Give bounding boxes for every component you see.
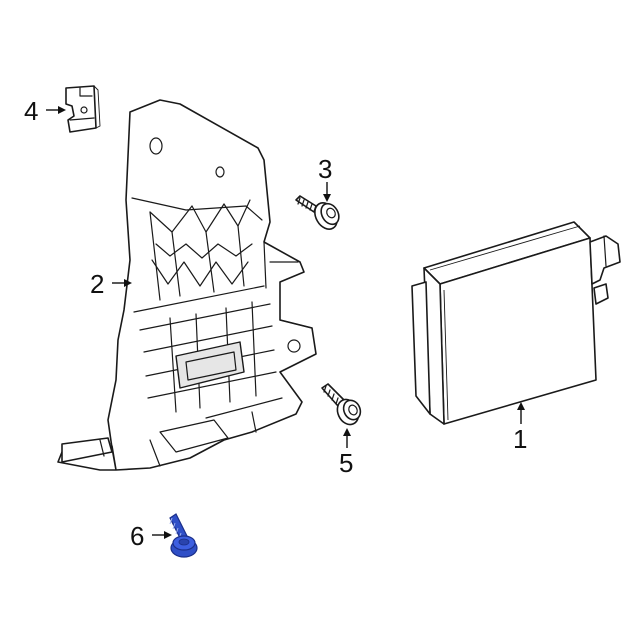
- callout-2-label: 2: [90, 269, 104, 299]
- bracket-part[interactable]: [57, 99, 317, 471]
- callout-5-label: 5: [339, 448, 353, 478]
- callout-1-leader: [517, 402, 525, 424]
- callout-4-label: 4: [24, 96, 38, 126]
- callout-5-leader: [343, 428, 351, 448]
- bolt-lower-part[interactable]: [321, 383, 363, 428]
- callout-2-leader: [112, 279, 132, 287]
- callout-6-leader: [152, 531, 172, 539]
- callout-3-label: 3: [318, 154, 332, 184]
- clip-part[interactable]: [65, 85, 101, 133]
- callout-1-label: 1: [513, 424, 527, 454]
- callout-3-leader: [323, 182, 331, 202]
- module-part[interactable]: [411, 221, 621, 425]
- callout-4-leader: [46, 106, 66, 114]
- bolt-upper-part[interactable]: [295, 195, 342, 233]
- callout-6-label: 6: [130, 521, 144, 551]
- bolt-highlighted-part[interactable]: [169, 513, 198, 558]
